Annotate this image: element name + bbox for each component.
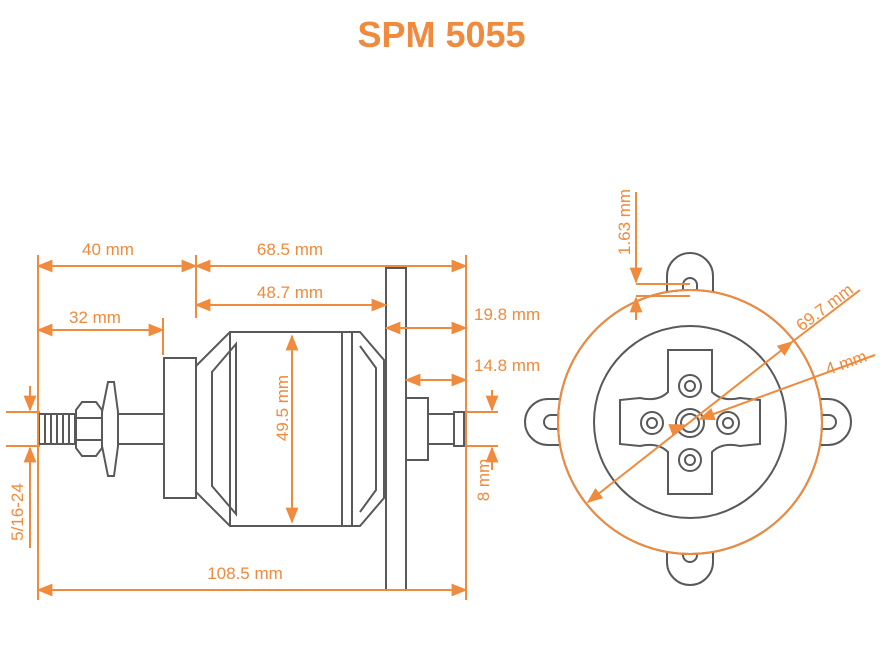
dim-label-4: 4 mm xyxy=(823,347,869,379)
dim-label-48-7: 48.7 mm xyxy=(257,283,323,302)
dim-label-14-8: 14.8 mm xyxy=(474,356,540,375)
dim-label-19-8: 19.8 mm xyxy=(474,305,540,324)
dim-label-49-5: 49.5 mm xyxy=(273,375,292,441)
dim-label-thread: 5/16-24 xyxy=(8,483,27,541)
drawing-title: SPM 5055 xyxy=(357,14,526,55)
dim-label-8: 8 mm xyxy=(474,459,493,502)
dim-label-32: 32 mm xyxy=(69,308,121,327)
mounting-plate xyxy=(385,267,407,591)
dim-line-4 xyxy=(698,354,876,421)
dim-label-69-7: 69.7 mm xyxy=(793,280,857,335)
mount-ear-right xyxy=(815,398,852,446)
bolt-circle xyxy=(557,289,823,555)
mount-ear-top xyxy=(666,252,714,293)
side-view-dimensions: 40 mm 68.5 mm 48.7 mm 32 mm 19.8 mm 14.8… xyxy=(6,240,540,600)
dim-label-40: 40 mm xyxy=(82,240,134,259)
mount-ear-bottom xyxy=(666,544,714,586)
dim-label-1-63: 1.63 mm xyxy=(615,189,634,255)
rear-boss xyxy=(405,397,429,461)
bell-hub xyxy=(163,357,197,499)
front-shaft xyxy=(117,413,165,445)
dim-line-69-7 xyxy=(586,341,794,503)
prop-washer xyxy=(101,381,119,477)
dim-label-108-5: 108.5 mm xyxy=(207,564,283,583)
shaft-clip xyxy=(453,411,465,447)
front-view xyxy=(524,252,852,586)
dim-label-68-5: 68.5 mm xyxy=(257,240,323,259)
prop-nut xyxy=(75,401,103,457)
